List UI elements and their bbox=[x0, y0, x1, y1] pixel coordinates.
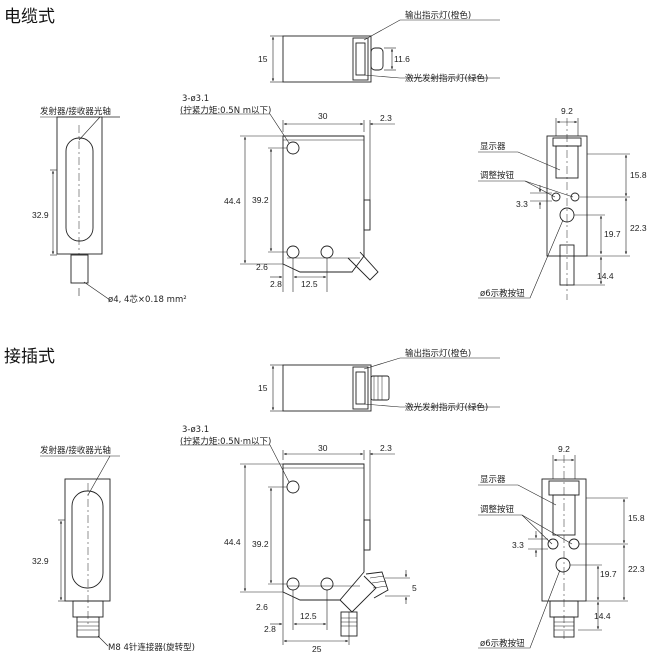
label-torque-2: (拧紧力矩:0.5N·m以下) bbox=[180, 436, 271, 447]
right-view-connector bbox=[478, 455, 628, 649]
dim-top-led: 11.6 bbox=[394, 54, 410, 64]
label-laser-led-2: 激光发射指示灯(绿色) bbox=[405, 402, 488, 413]
label-laser-led: 激光发射指示灯(绿色) bbox=[405, 73, 488, 84]
dim-right-b-2: 3.3 bbox=[512, 540, 524, 550]
label-cable: ø4, 4芯×0.18 mm² bbox=[108, 294, 187, 305]
cable-type-labels: 输出指示灯(橙色) 激光发射指示灯(绿色) 15 11.6 发射器/接收器光轴 … bbox=[32, 10, 647, 305]
label-adjust-button: 调整按钮 bbox=[480, 170, 515, 181]
label-holes-2: 3-ø3.1 bbox=[182, 425, 209, 435]
label-connector: M8 4针连接器(旋转型) bbox=[108, 642, 195, 653]
top-view-cable bbox=[270, 19, 500, 83]
label-adjust-button-2: 调整按钮 bbox=[480, 504, 515, 515]
dim-front-w-2: 30 bbox=[318, 443, 328, 453]
dim-right-c: 19.7 bbox=[604, 229, 621, 239]
top-view-connector bbox=[270, 357, 500, 412]
label-display: 显示器 bbox=[480, 142, 506, 152]
dim-right-d-2: 22.3 bbox=[628, 564, 645, 574]
dim-front-pitch: 12.5 bbox=[301, 279, 318, 289]
side-view-cable bbox=[40, 116, 120, 301]
dim-front-hole: 39.2 bbox=[252, 195, 269, 205]
dim-side-h-2: 32.9 bbox=[32, 556, 49, 566]
front-view-cable bbox=[180, 113, 395, 292]
dim-right-a-2: 15.8 bbox=[628, 513, 645, 523]
dim-right-e-2: 14.4 bbox=[594, 611, 611, 621]
connector-type-labels: 输出指示灯(橙色) 激光发射指示灯(绿色) 15 发射器/接收器光轴 32.9 … bbox=[32, 348, 645, 654]
dim-front-conn-2: 5 bbox=[412, 583, 417, 593]
dim-side-h: 32.9 bbox=[32, 210, 49, 220]
dim-front-b-2: 2.6 bbox=[256, 602, 268, 612]
dim-front-l: 2.8 bbox=[270, 279, 282, 289]
label-display-2: 显示器 bbox=[480, 475, 506, 485]
cable-type-drawing bbox=[40, 19, 630, 301]
label-torque: (拧紧力矩:0.5N m以下) bbox=[180, 105, 271, 116]
label-output-led-2: 输出指示灯(橙色) bbox=[405, 348, 471, 359]
dim-front-t: 2.3 bbox=[380, 113, 392, 123]
dim-right-c-2: 19.7 bbox=[600, 569, 617, 579]
dim-front-hole-2: 39.2 bbox=[252, 539, 269, 549]
label-output-led: 输出指示灯(橙色) bbox=[405, 10, 471, 21]
side-view-connector bbox=[40, 455, 120, 647]
dim-front-h: 44.4 bbox=[224, 196, 241, 206]
section-title-connector: 接插式 bbox=[4, 347, 55, 367]
dim-front-l-2: 2.8 bbox=[264, 624, 276, 634]
dim-right-b: 3.3 bbox=[516, 199, 528, 209]
dim-front-total-2: 25 bbox=[312, 644, 322, 654]
dim-right-d: 22.3 bbox=[630, 223, 647, 233]
dim-front-t-2: 2.3 bbox=[380, 443, 392, 453]
dim-right-a: 15.8 bbox=[630, 170, 647, 180]
dim-front-pitch-2: 12.5 bbox=[300, 611, 317, 621]
dim-front-b: 2.6 bbox=[256, 262, 268, 272]
label-teach-button-2: ø6示教按钮 bbox=[480, 638, 525, 649]
section-title-cable: 电缆式 bbox=[4, 7, 55, 27]
dim-front-h-2: 44.4 bbox=[224, 537, 241, 547]
dim-top-h: 15 bbox=[258, 54, 268, 64]
connector-type-drawing bbox=[40, 357, 628, 649]
label-optical-axis: 发射器/接收器光轴 bbox=[40, 106, 111, 117]
front-view-connector bbox=[180, 444, 410, 645]
dim-top-h-2: 15 bbox=[258, 383, 268, 393]
dim-right-w-2: 9.2 bbox=[558, 444, 570, 454]
dim-front-w: 30 bbox=[318, 111, 328, 121]
dim-right-e: 14.4 bbox=[597, 271, 614, 281]
label-optical-axis-2: 发射器/接收器光轴 bbox=[40, 445, 111, 456]
label-holes: 3-ø3.1 bbox=[182, 94, 209, 104]
dim-right-w: 9.2 bbox=[561, 106, 573, 116]
right-view-cable bbox=[478, 118, 630, 300]
label-teach-button: ø6示教按钮 bbox=[480, 288, 525, 299]
